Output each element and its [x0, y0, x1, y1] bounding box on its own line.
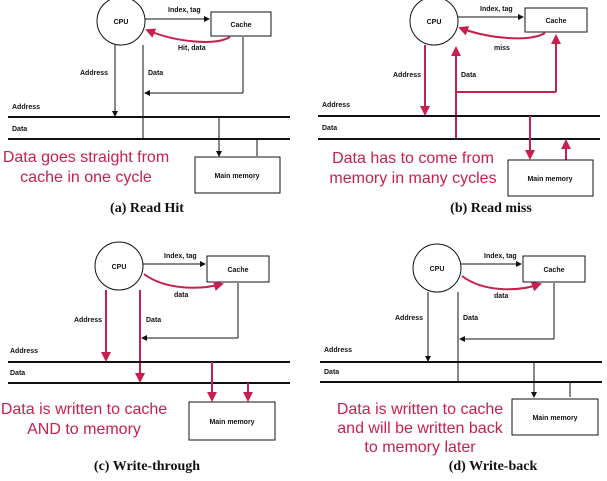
- address-bus-label: Address: [10, 348, 38, 355]
- main-memory-label: Main memory: [214, 173, 259, 180]
- index-tag-label: Index, tag: [168, 7, 201, 14]
- data-bus-label: Data: [324, 369, 339, 376]
- cache-reply-label: miss: [494, 45, 510, 52]
- note-line-1: Data goes straight from: [3, 149, 169, 166]
- cache-reply-arrow: [461, 275, 542, 292]
- cache-reply-label: data: [174, 292, 189, 299]
- cache-box: [206, 255, 270, 283]
- address-bus-label: Address: [12, 104, 40, 111]
- cache-box: [210, 11, 272, 37]
- cache-label: Cache: [227, 267, 248, 274]
- cpu-circle: [96, 0, 146, 46]
- address-label: Address: [74, 317, 102, 324]
- cpu-label: CPU: [430, 266, 445, 273]
- note-line-1: Data is written to cache: [337, 401, 503, 418]
- panel-caption: (b) Read miss: [450, 201, 532, 216]
- cache-label: Cache: [543, 267, 564, 274]
- note-line-2: cache in one cycle: [20, 169, 152, 186]
- main-memory-box: [194, 156, 281, 194]
- panel-write-through: CPU Cache Index, tag data Address Data A…: [1, 241, 290, 474]
- panel-read-miss: CPU Cache Index, tag miss Address Data A…: [318, 0, 600, 216]
- data-label: Data: [463, 315, 478, 322]
- address-label: Address: [80, 70, 108, 77]
- index-tag-label: Index, tag: [164, 253, 197, 260]
- address-bus-label: Address: [322, 102, 350, 109]
- note-line-1: Data is written to cache: [1, 401, 167, 418]
- panel-caption: (a) Read Hit: [110, 201, 184, 216]
- cache-reply-label: data: [494, 293, 509, 300]
- data-bus-label: Data: [322, 125, 337, 132]
- cache-box: [522, 255, 586, 283]
- data-bus-label: Data: [12, 126, 27, 133]
- address-label: Address: [393, 72, 421, 79]
- address-bus-label: Address: [324, 347, 352, 354]
- main-memory-label: Main memory: [209, 419, 254, 426]
- cache-reply-arrow: [458, 26, 546, 40]
- main-memory-label: Main memory: [532, 415, 577, 422]
- cache-reply-label: Hit, data: [178, 45, 206, 52]
- data-label: Data: [461, 72, 476, 79]
- cpu-label: CPU: [427, 19, 442, 26]
- panel-write-back: CPU Cache Index, tag data Address Data A…: [320, 243, 602, 474]
- main-memory-label: Main memory: [527, 176, 572, 183]
- data-label: Data: [146, 317, 161, 324]
- cpu-circle: [409, 0, 459, 46]
- note-line-3: to memory later: [364, 439, 476, 456]
- note-line-2: and will be written back: [337, 420, 503, 437]
- index-tag-label: Index, tag: [480, 6, 513, 13]
- cpu-circle: [94, 241, 144, 291]
- panel-caption: (d) Write-back: [449, 459, 538, 474]
- main-memory-box: [507, 159, 594, 197]
- note-line-1: Data has to come from: [332, 150, 494, 167]
- address-label: Address: [395, 315, 423, 322]
- panel-caption: (c) Write-through: [94, 459, 200, 474]
- cache-label: Cache: [230, 22, 251, 29]
- cache-reply-arrow: [143, 273, 224, 291]
- data-label: Data: [148, 70, 163, 77]
- cpu-circle: [412, 243, 462, 293]
- main-memory-box: [511, 398, 599, 436]
- cache-box: [524, 7, 588, 33]
- index-tag-label: Index, tag: [484, 253, 517, 260]
- panel-read-hit: CPU Cache Index, tag Hit, data Address D…: [3, 0, 290, 216]
- cache-label: Cache: [545, 18, 566, 25]
- main-memory-box: [188, 401, 276, 441]
- cpu-label: CPU: [112, 264, 127, 271]
- cache-reply-arrow: [145, 28, 231, 43]
- note-line-2: AND to memory: [27, 421, 141, 438]
- data-bus-label: Data: [10, 370, 25, 377]
- note-line-2: memory in many cycles: [329, 170, 496, 187]
- cpu-label: CPU: [114, 19, 129, 26]
